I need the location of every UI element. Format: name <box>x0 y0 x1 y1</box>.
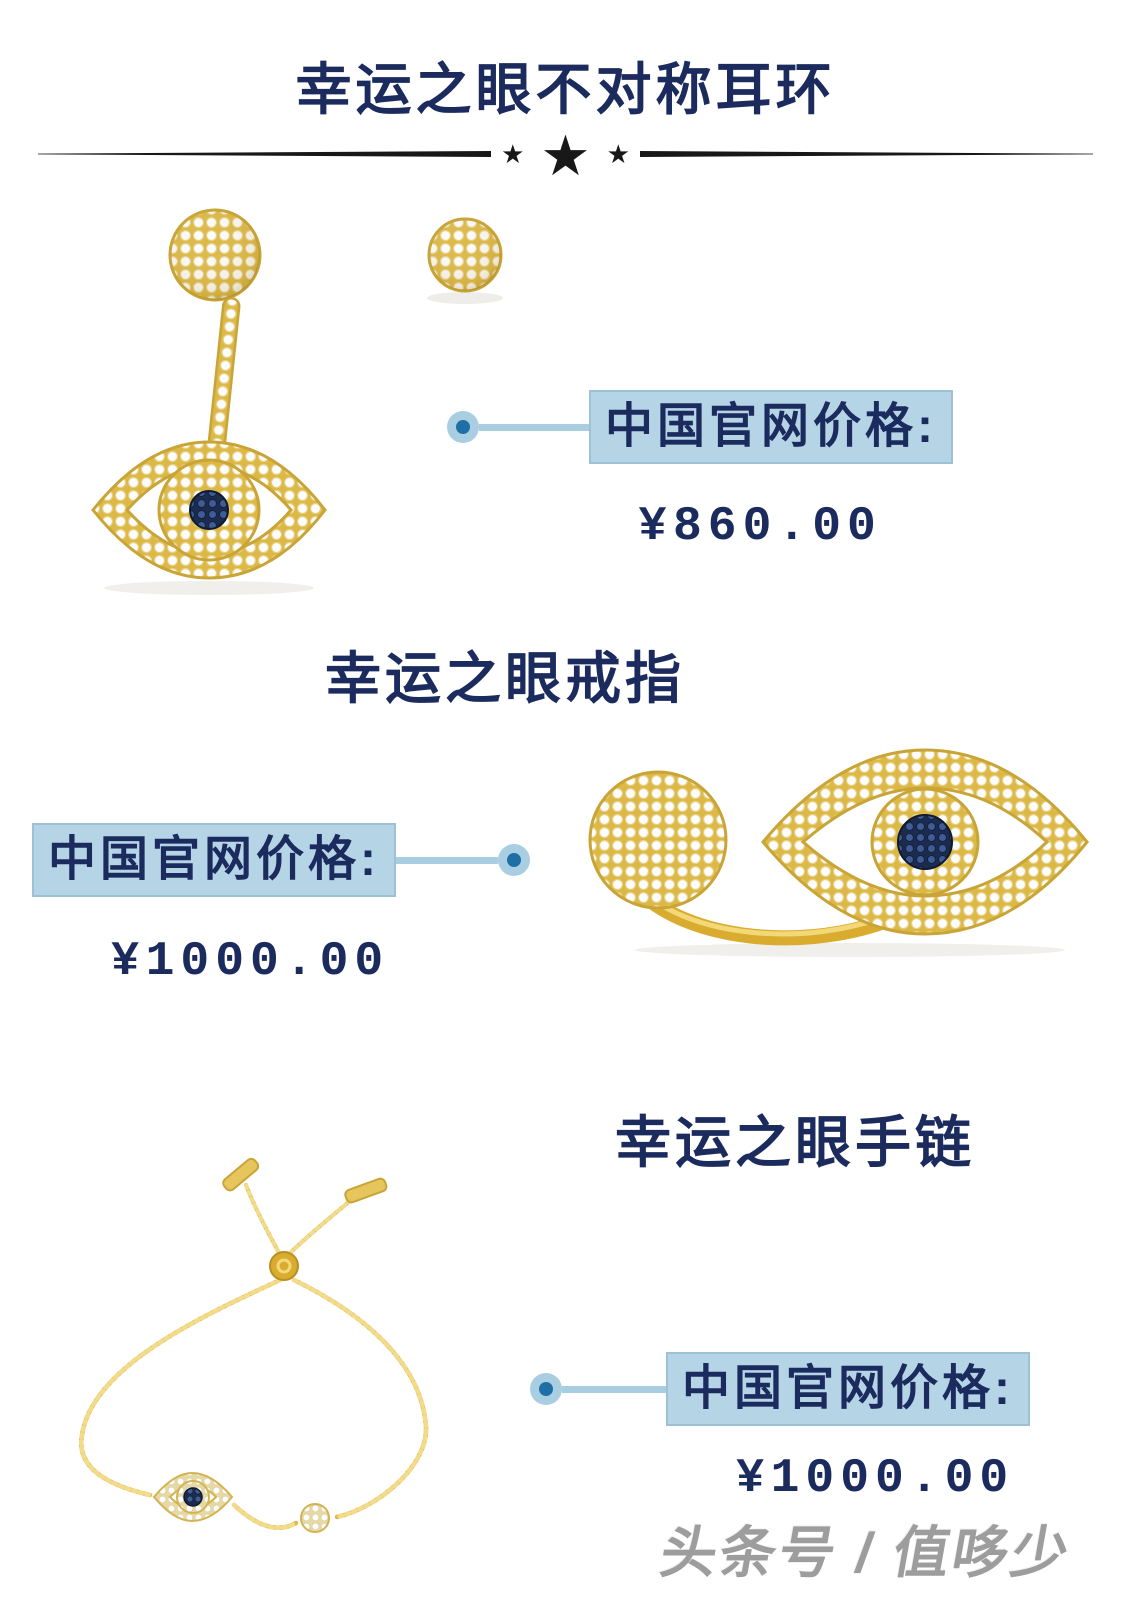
price-callout-earrings: 中国官网价格: <box>447 389 953 465</box>
star-icon: ★ <box>501 139 525 169</box>
divider-line-right <box>639 151 1094 157</box>
callout-connector-line <box>396 856 498 864</box>
callout-dot-inner <box>507 853 521 867</box>
price-label-ring: 中国官网价格: <box>32 822 396 898</box>
callout-dot-icon <box>447 411 479 443</box>
price-label-earrings: 中国官网价格: <box>589 389 953 465</box>
callout-connector-line <box>562 1385 666 1393</box>
price-value-ring: ¥1000.00 <box>110 935 390 989</box>
product-image-bracelet <box>50 1135 470 1595</box>
section-title-bracelet: 幸运之眼手链 <box>615 1111 975 1174</box>
product-image-ring <box>585 722 1105 962</box>
callout-dot-inner <box>539 1382 553 1396</box>
callout-dot-inner <box>456 420 470 434</box>
price-label-bracelet: 中国官网价格: <box>666 1351 1030 1427</box>
star-icon: ★ <box>606 139 630 169</box>
evil-eye-ring-graphic <box>588 748 1089 957</box>
callout-dot-icon <box>530 1373 562 1405</box>
callout-connector-line <box>479 423 589 431</box>
price-value-bracelet: ¥1000.00 <box>735 1452 1015 1506</box>
divider-line-left <box>38 151 492 157</box>
evil-eye-bracelet-graphic <box>78 1157 429 1533</box>
product-image-earrings <box>75 190 535 600</box>
section-title-earrings: 幸运之眼不对称耳环 <box>295 58 836 121</box>
star-icon: ★ <box>540 124 591 187</box>
callout-dot-icon <box>498 844 530 876</box>
evil-eye-earrings-graphic <box>91 208 503 595</box>
star-divider: ★ ★ ★ <box>38 128 1094 184</box>
price-value-earrings: ¥860.00 <box>638 500 882 554</box>
price-callout-bracelet: 中国官网价格: <box>530 1351 1030 1427</box>
section-title-ring: 幸运之眼戒指 <box>325 647 685 710</box>
watermark: 头条号 / 值哆少 <box>655 1521 1077 1584</box>
price-callout-ring: 中国官网价格: <box>32 822 530 898</box>
